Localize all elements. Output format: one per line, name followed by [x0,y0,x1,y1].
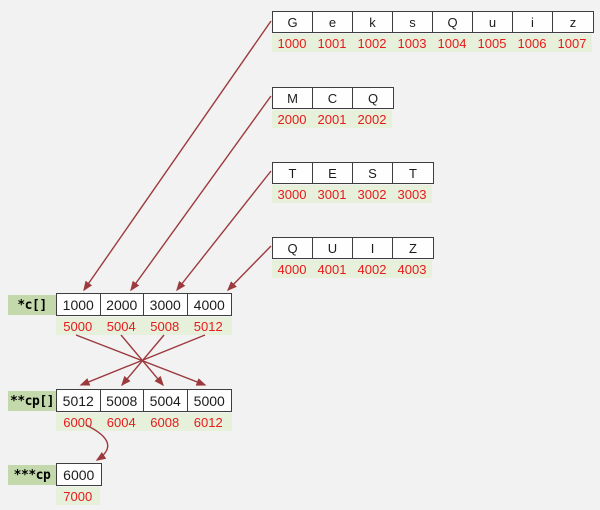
address-value: 1007 [557,35,587,51]
arrow-5012-to-cp0 [79,334,206,386]
arrow-str1-to-c0 [83,20,272,292]
cell-value: C [313,88,353,108]
cell-value: Q [353,88,393,108]
cell-value: M [273,88,313,108]
address-band: 7000 [56,487,100,505]
cell-value: z [553,12,593,32]
address-value: 6008 [150,414,180,430]
cell-value: e [313,12,353,32]
cell-value: 5004 [144,390,188,411]
address-band: 3000 3001 3002 3003 [272,185,432,203]
address-value: 1003 [397,35,427,51]
address-value: 5000 [63,318,93,334]
address-band: 1000 1001 1002 1003 1004 1005 1006 1007 [272,34,592,52]
address-value: 1002 [357,35,387,51]
address-value: 1006 [517,35,547,51]
cell-value: 3000 [144,294,188,315]
cell-value: U [313,238,353,258]
address-value: 1001 [317,35,347,51]
address-value: 4003 [397,261,427,277]
arrow-str4-to-c3 [226,245,272,292]
address-value: 5004 [106,318,136,334]
cell-value: 5012 [57,390,101,411]
cell-value: 1000 [57,294,101,315]
arrow-str3-to-c2 [176,170,272,292]
address-value: 3000 [277,186,307,202]
address-value: 5012 [193,318,223,334]
address-band: 6000 6004 6008 6012 [56,413,232,431]
address-value: 1000 [277,35,307,51]
address-value: 2000 [277,111,307,127]
cell-value: S [353,163,393,183]
cell-value: i [513,12,553,32]
address-value: 7000 [63,488,93,504]
cell-value: Q [433,12,473,32]
address-value: 3001 [317,186,347,202]
arrow-5000-to-cp3 [75,334,207,386]
cell-value: u [473,12,513,32]
address-value: 6012 [193,414,223,430]
pointer-cpp: 6000 7000 [56,463,102,505]
cell-value: G [273,12,313,32]
cell-value: Z [393,238,433,258]
address-value: 4001 [317,261,347,277]
cell-value: 5000 [187,390,231,411]
address-value: 6004 [106,414,136,430]
address-value: 3003 [397,186,427,202]
arrow-5008-to-cp1 [121,334,165,387]
cell-value: T [273,163,313,183]
address-value: 4002 [357,261,387,277]
address-value: 2002 [357,111,387,127]
address-value: 1005 [477,35,507,51]
cell-value: k [353,12,393,32]
arrow-str2-to-c1 [130,95,272,292]
address-band: 2000 2001 2002 [272,110,392,128]
label-c-array: *c[] [8,295,56,315]
cell-value: s [393,12,433,32]
cell-value: T [393,163,433,183]
address-value: 1004 [437,35,467,51]
cell-value: Q [273,238,313,258]
address-value: 2001 [317,111,347,127]
arrow-5004-to-cp2 [120,334,164,387]
cell-value: 5008 [100,390,144,411]
value-cells: 6000 [56,463,102,486]
label-cpp: ***cp [8,465,56,485]
cell-value: I [353,238,393,258]
address-value: 4000 [277,261,307,277]
address-band: 5000 5004 5008 5012 [56,317,232,335]
address-band: 4000 4001 4002 4003 [272,260,432,278]
cell-value: 4000 [187,294,231,315]
address-value: 3002 [357,186,387,202]
cell-value: 2000 [100,294,144,315]
address-value: 6000 [63,414,93,430]
cell-value: E [313,163,353,183]
cell-value: 6000 [57,464,101,485]
label-cp-array: **cp[] [8,391,56,411]
address-value: 5008 [150,318,180,334]
